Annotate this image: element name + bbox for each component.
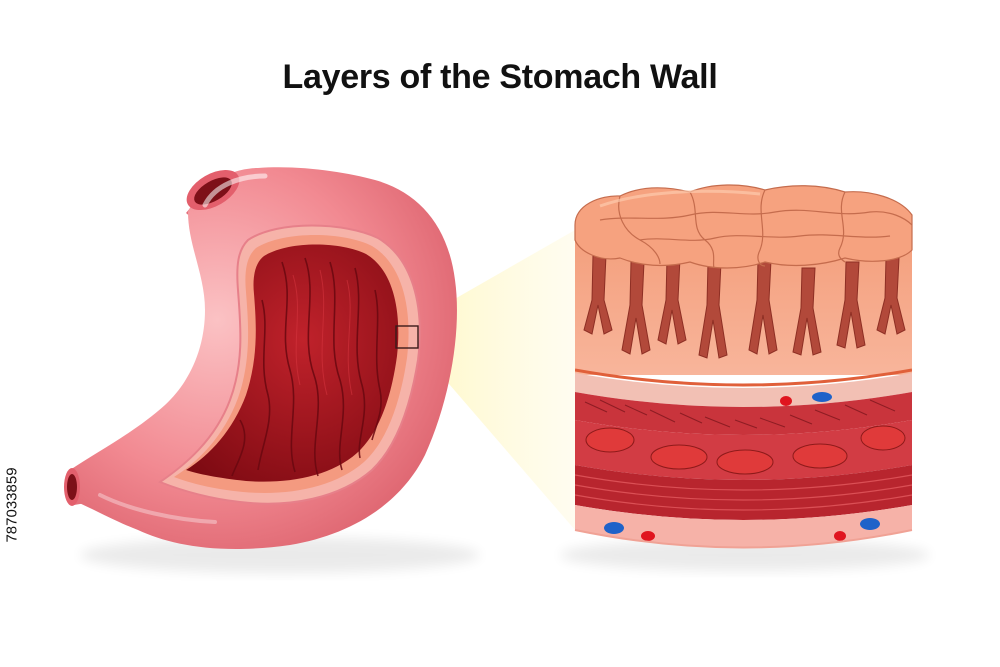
stomach-lumen: [186, 244, 399, 482]
mucosa-surface: [574, 184, 913, 269]
rugae-folds: [231, 257, 382, 477]
blood-vessels: [604, 392, 880, 541]
mucosa-fold-lines: [599, 189, 913, 269]
zoom-beam: [418, 230, 575, 530]
oblique-muscle-layer: [575, 392, 912, 435]
wall-section: [574, 184, 913, 549]
zoom-selection-box: [395, 325, 419, 349]
cylinder-shadow: [560, 539, 930, 571]
stomach: [64, 167, 457, 550]
gastric-glands: [583, 254, 906, 359]
stomach-shadow: [80, 537, 480, 573]
diagram-title: Layers of the Stomach Wall: [282, 58, 718, 96]
